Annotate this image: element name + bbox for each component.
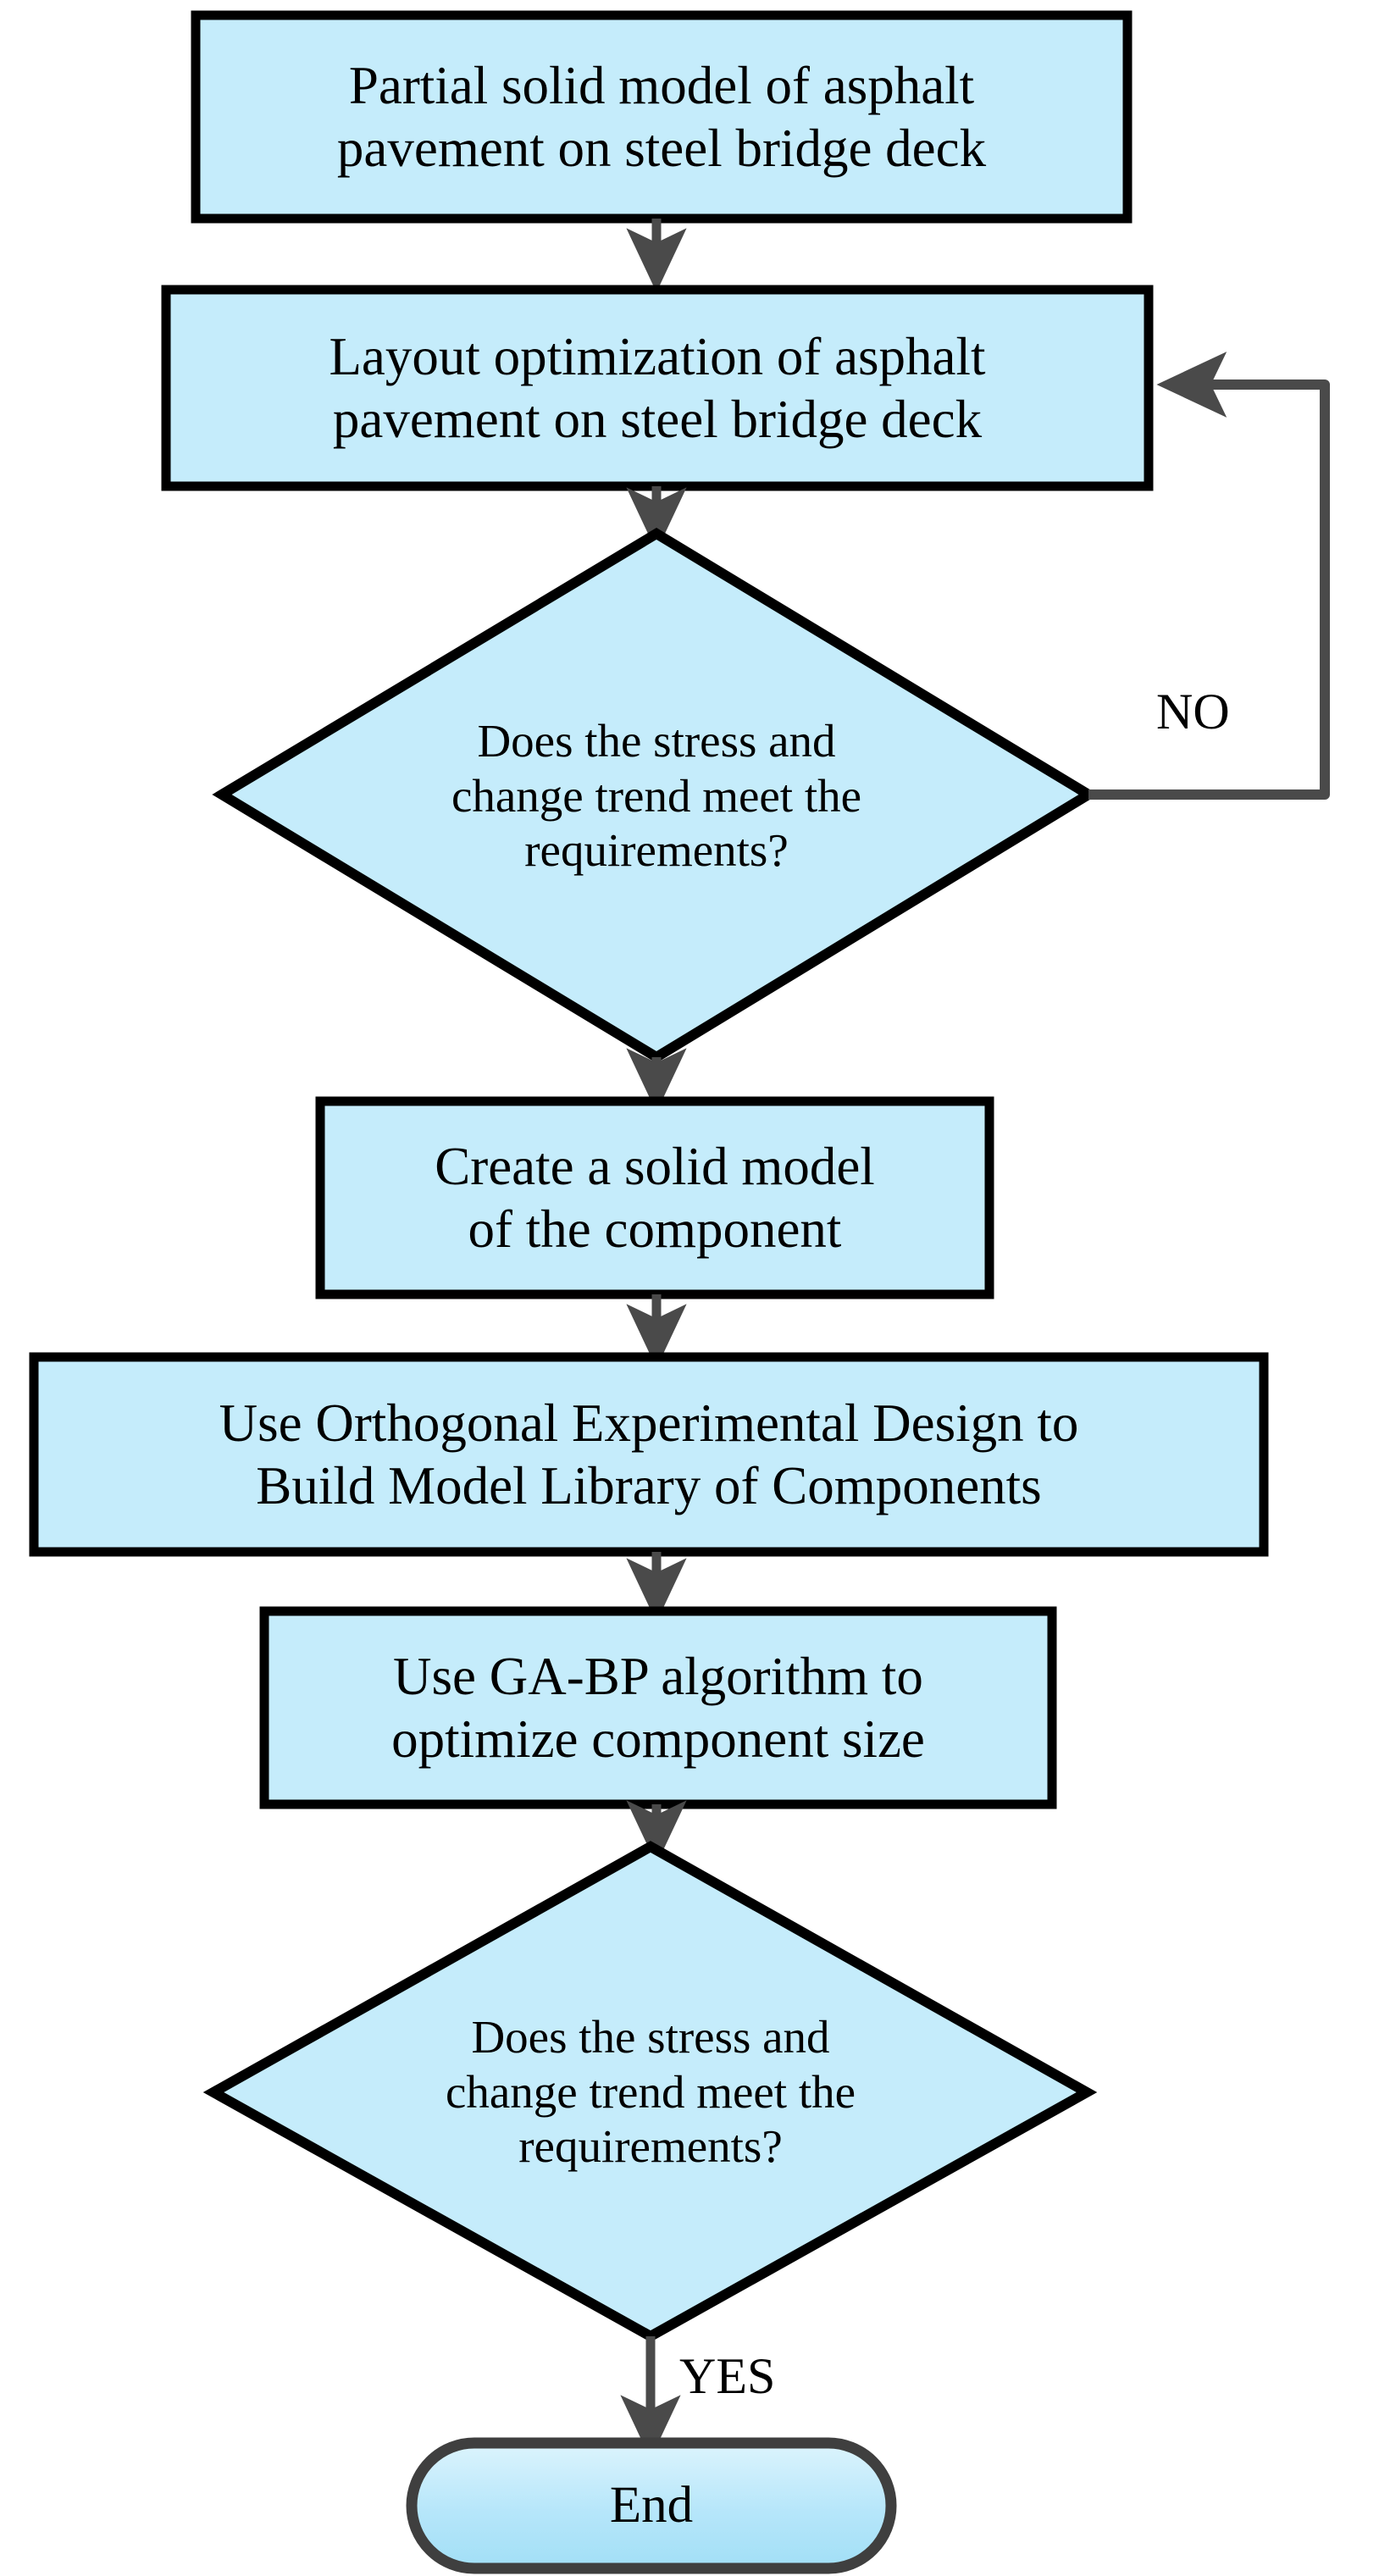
node-decision-stress-2[interactable]	[202, 1841, 1098, 2342]
edge-decision1-no-loop	[1088, 352, 1330, 800]
node-orthogonal-experimental-design[interactable]	[29, 1352, 1269, 1557]
edge-label-no: NO	[1156, 684, 1230, 740]
node-layout-optimization[interactable]	[161, 285, 1154, 491]
node-create-solid-model[interactable]	[315, 1096, 994, 1299]
node-ga-bp-algorithm[interactable]	[259, 1606, 1057, 1809]
edge-label-yes: YES	[679, 2348, 776, 2404]
node-partial-solid-model[interactable]	[191, 10, 1133, 224]
node-end[interactable]	[406, 2437, 897, 2574]
node-decision-stress-1[interactable]	[212, 527, 1099, 1064]
